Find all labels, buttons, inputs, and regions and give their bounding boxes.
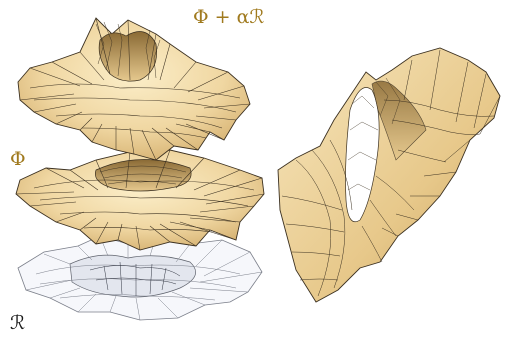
flat-surface-r [17,235,263,321]
surface-twisted-right [277,47,501,303]
label-phi: Φ [10,148,26,170]
surface-phi [15,149,265,251]
label-r: ℛ [10,312,26,334]
label-phi-plus-alpha-r: Φ + αℛ [193,6,265,28]
surface-phi-plus-alpha-r [17,17,251,161]
